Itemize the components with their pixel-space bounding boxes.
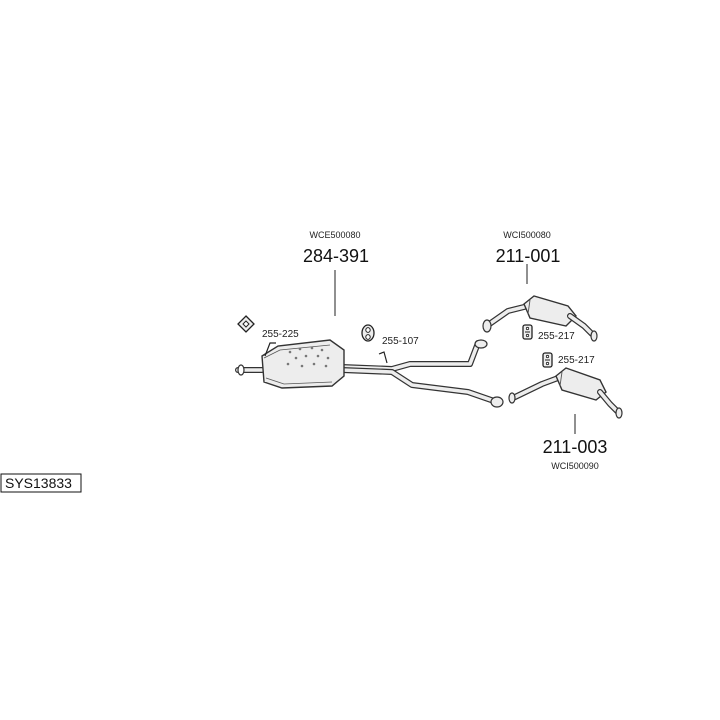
hanger-rear-upper-icon [522, 324, 533, 340]
rear-muffler-lower [555, 367, 623, 419]
oe-code-middle-muffler: WCE500080 [309, 230, 360, 240]
hanger-middle-label: 255-107 [382, 336, 419, 347]
oe-code-rear-muffler-lower: WCI500090 [551, 461, 599, 471]
hanger-front-label: 255-225 [262, 329, 299, 340]
part-number-rear-muffler-lower: 211-003 [543, 437, 608, 457]
system-code-box: SYS13833 [0, 473, 82, 493]
part-number-rear-muffler-upper: 211-001 [496, 246, 561, 266]
exhaust-pipes [235, 303, 561, 404]
oe-code-rear-muffler-upper: WCI500080 [503, 230, 551, 240]
system-code: SYS13833 [5, 475, 72, 491]
part-number-middle-muffler: 284-391 [303, 246, 369, 266]
hanger-rear-upper-label: 255-217 [538, 331, 575, 342]
hanger-front-icon [237, 315, 255, 333]
pipe-fittings [237, 319, 516, 408]
hanger-middle-icon [361, 324, 375, 342]
hanger-rear-lower-label: 255-217 [558, 355, 595, 366]
rear-muffler-upper [523, 295, 598, 342]
middle-muffler [261, 339, 388, 389]
hanger-rear-lower-icon [542, 352, 553, 368]
